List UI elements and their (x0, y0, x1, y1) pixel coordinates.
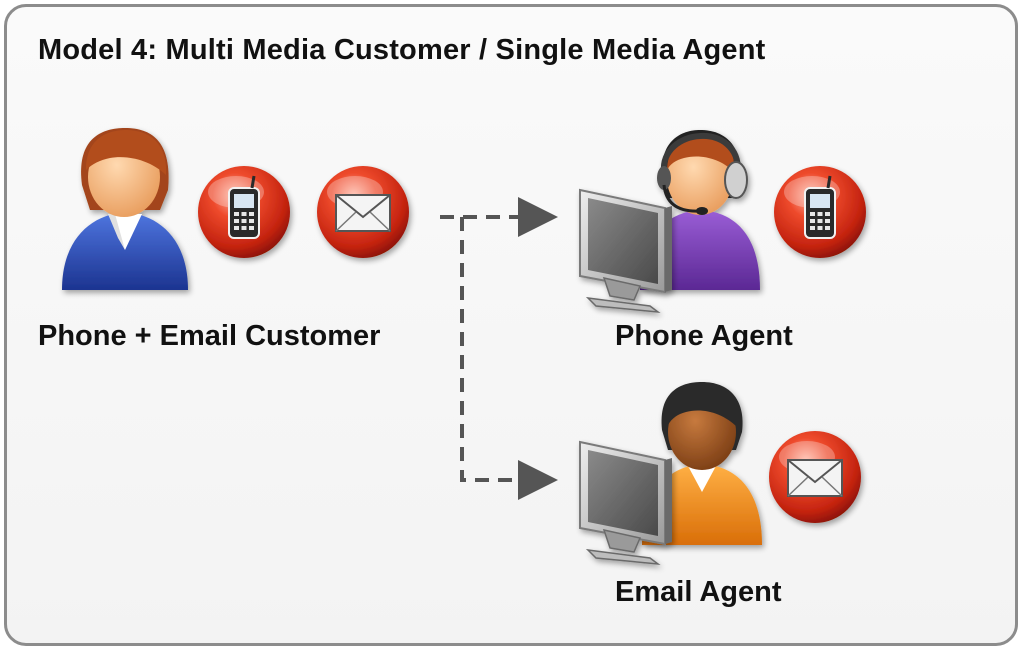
envelope-icon (335, 194, 391, 232)
phone-agent-phone-badge (774, 166, 866, 258)
mobile-phone-icon (228, 175, 260, 239)
connector-branch (460, 217, 558, 500)
email-agent-label: Email Agent (615, 576, 782, 608)
diagram-frame (4, 4, 1018, 646)
email-agent-email-badge (769, 431, 861, 523)
mobile-phone-icon (804, 175, 836, 239)
customer-email-badge (317, 166, 409, 258)
computer-monitor-icon (579, 188, 672, 314)
customer-label: Phone + Email Customer (38, 320, 381, 352)
diagram-title: Model 4: Multi Media Customer / Single M… (38, 34, 766, 66)
customer-person-icon (62, 128, 188, 290)
customer-phone-badge (198, 166, 290, 258)
envelope-icon (787, 459, 843, 497)
computer-monitor-icon (579, 440, 672, 566)
routing-connector (440, 197, 558, 500)
phone-agent-label: Phone Agent (615, 320, 793, 352)
